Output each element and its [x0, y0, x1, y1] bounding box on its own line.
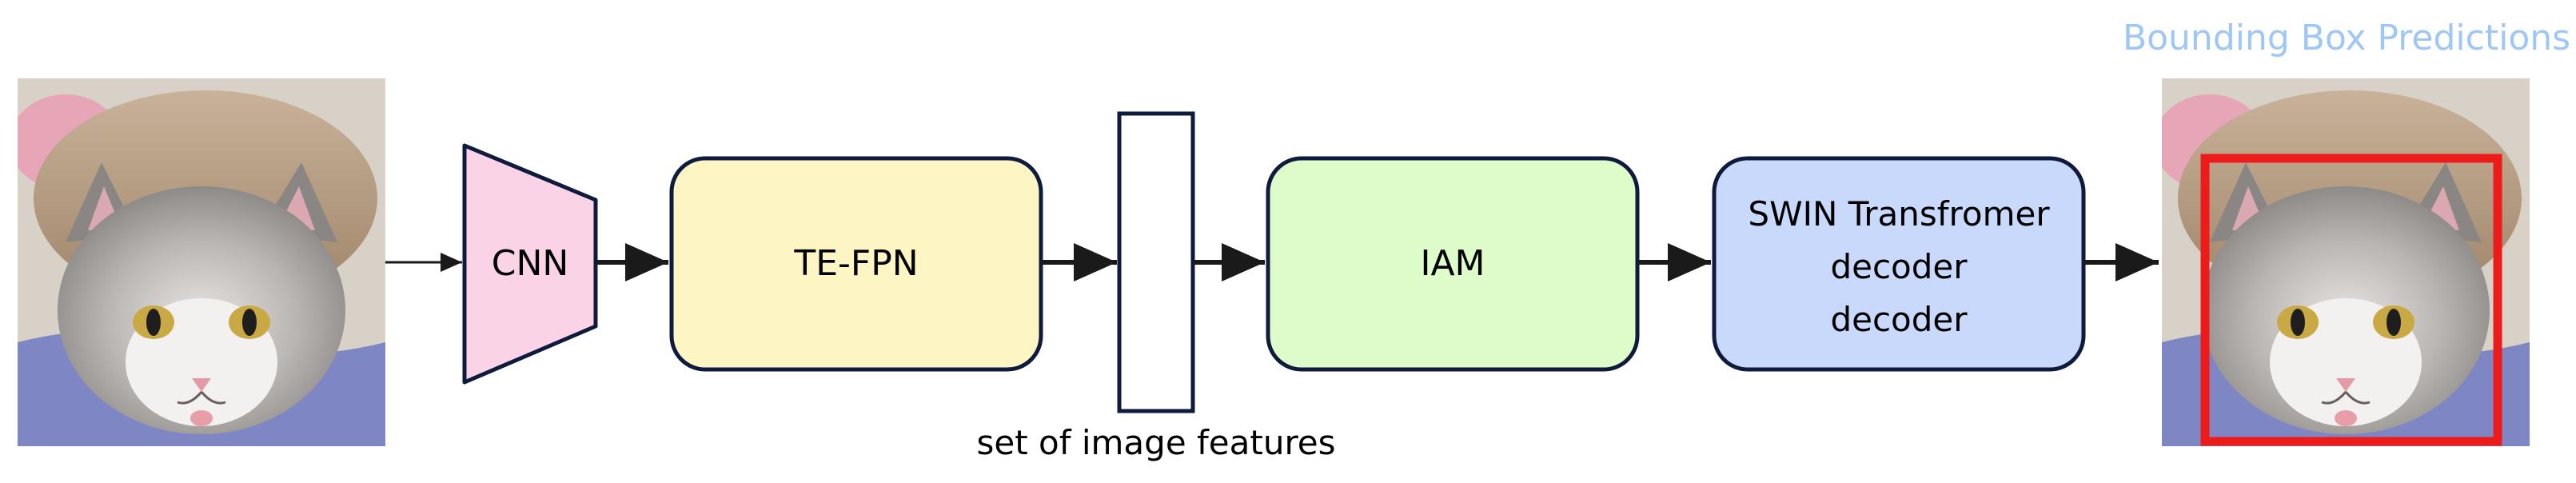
swin-label-line-2: decoder: [1830, 247, 1968, 286]
iam-block: IAM: [1266, 156, 1640, 372]
swin-decoder-block: SWIN Transfromer decoder decoder: [1712, 156, 2086, 372]
swin-label-line-3: decoder: [1830, 300, 1968, 339]
input-cat-image: [18, 78, 385, 446]
cnn-label: CNN: [492, 243, 569, 284]
tefpn-block: TE-FPN: [669, 156, 1043, 372]
image-features-caption: set of image features: [976, 423, 1335, 462]
output-cat-image: [2162, 78, 2530, 446]
image-features-block: set of image features: [976, 111, 1336, 462]
cnn-block: CNN: [462, 143, 598, 385]
bounding-box: [2200, 154, 2502, 446]
iam-label: IAM: [1420, 243, 1485, 284]
swin-label-line-1: SWIN Transfromer: [1748, 194, 2050, 234]
output-title: Bounding Box Predictions: [2123, 18, 2570, 58]
tefpn-label: TE-FPN: [793, 243, 918, 284]
